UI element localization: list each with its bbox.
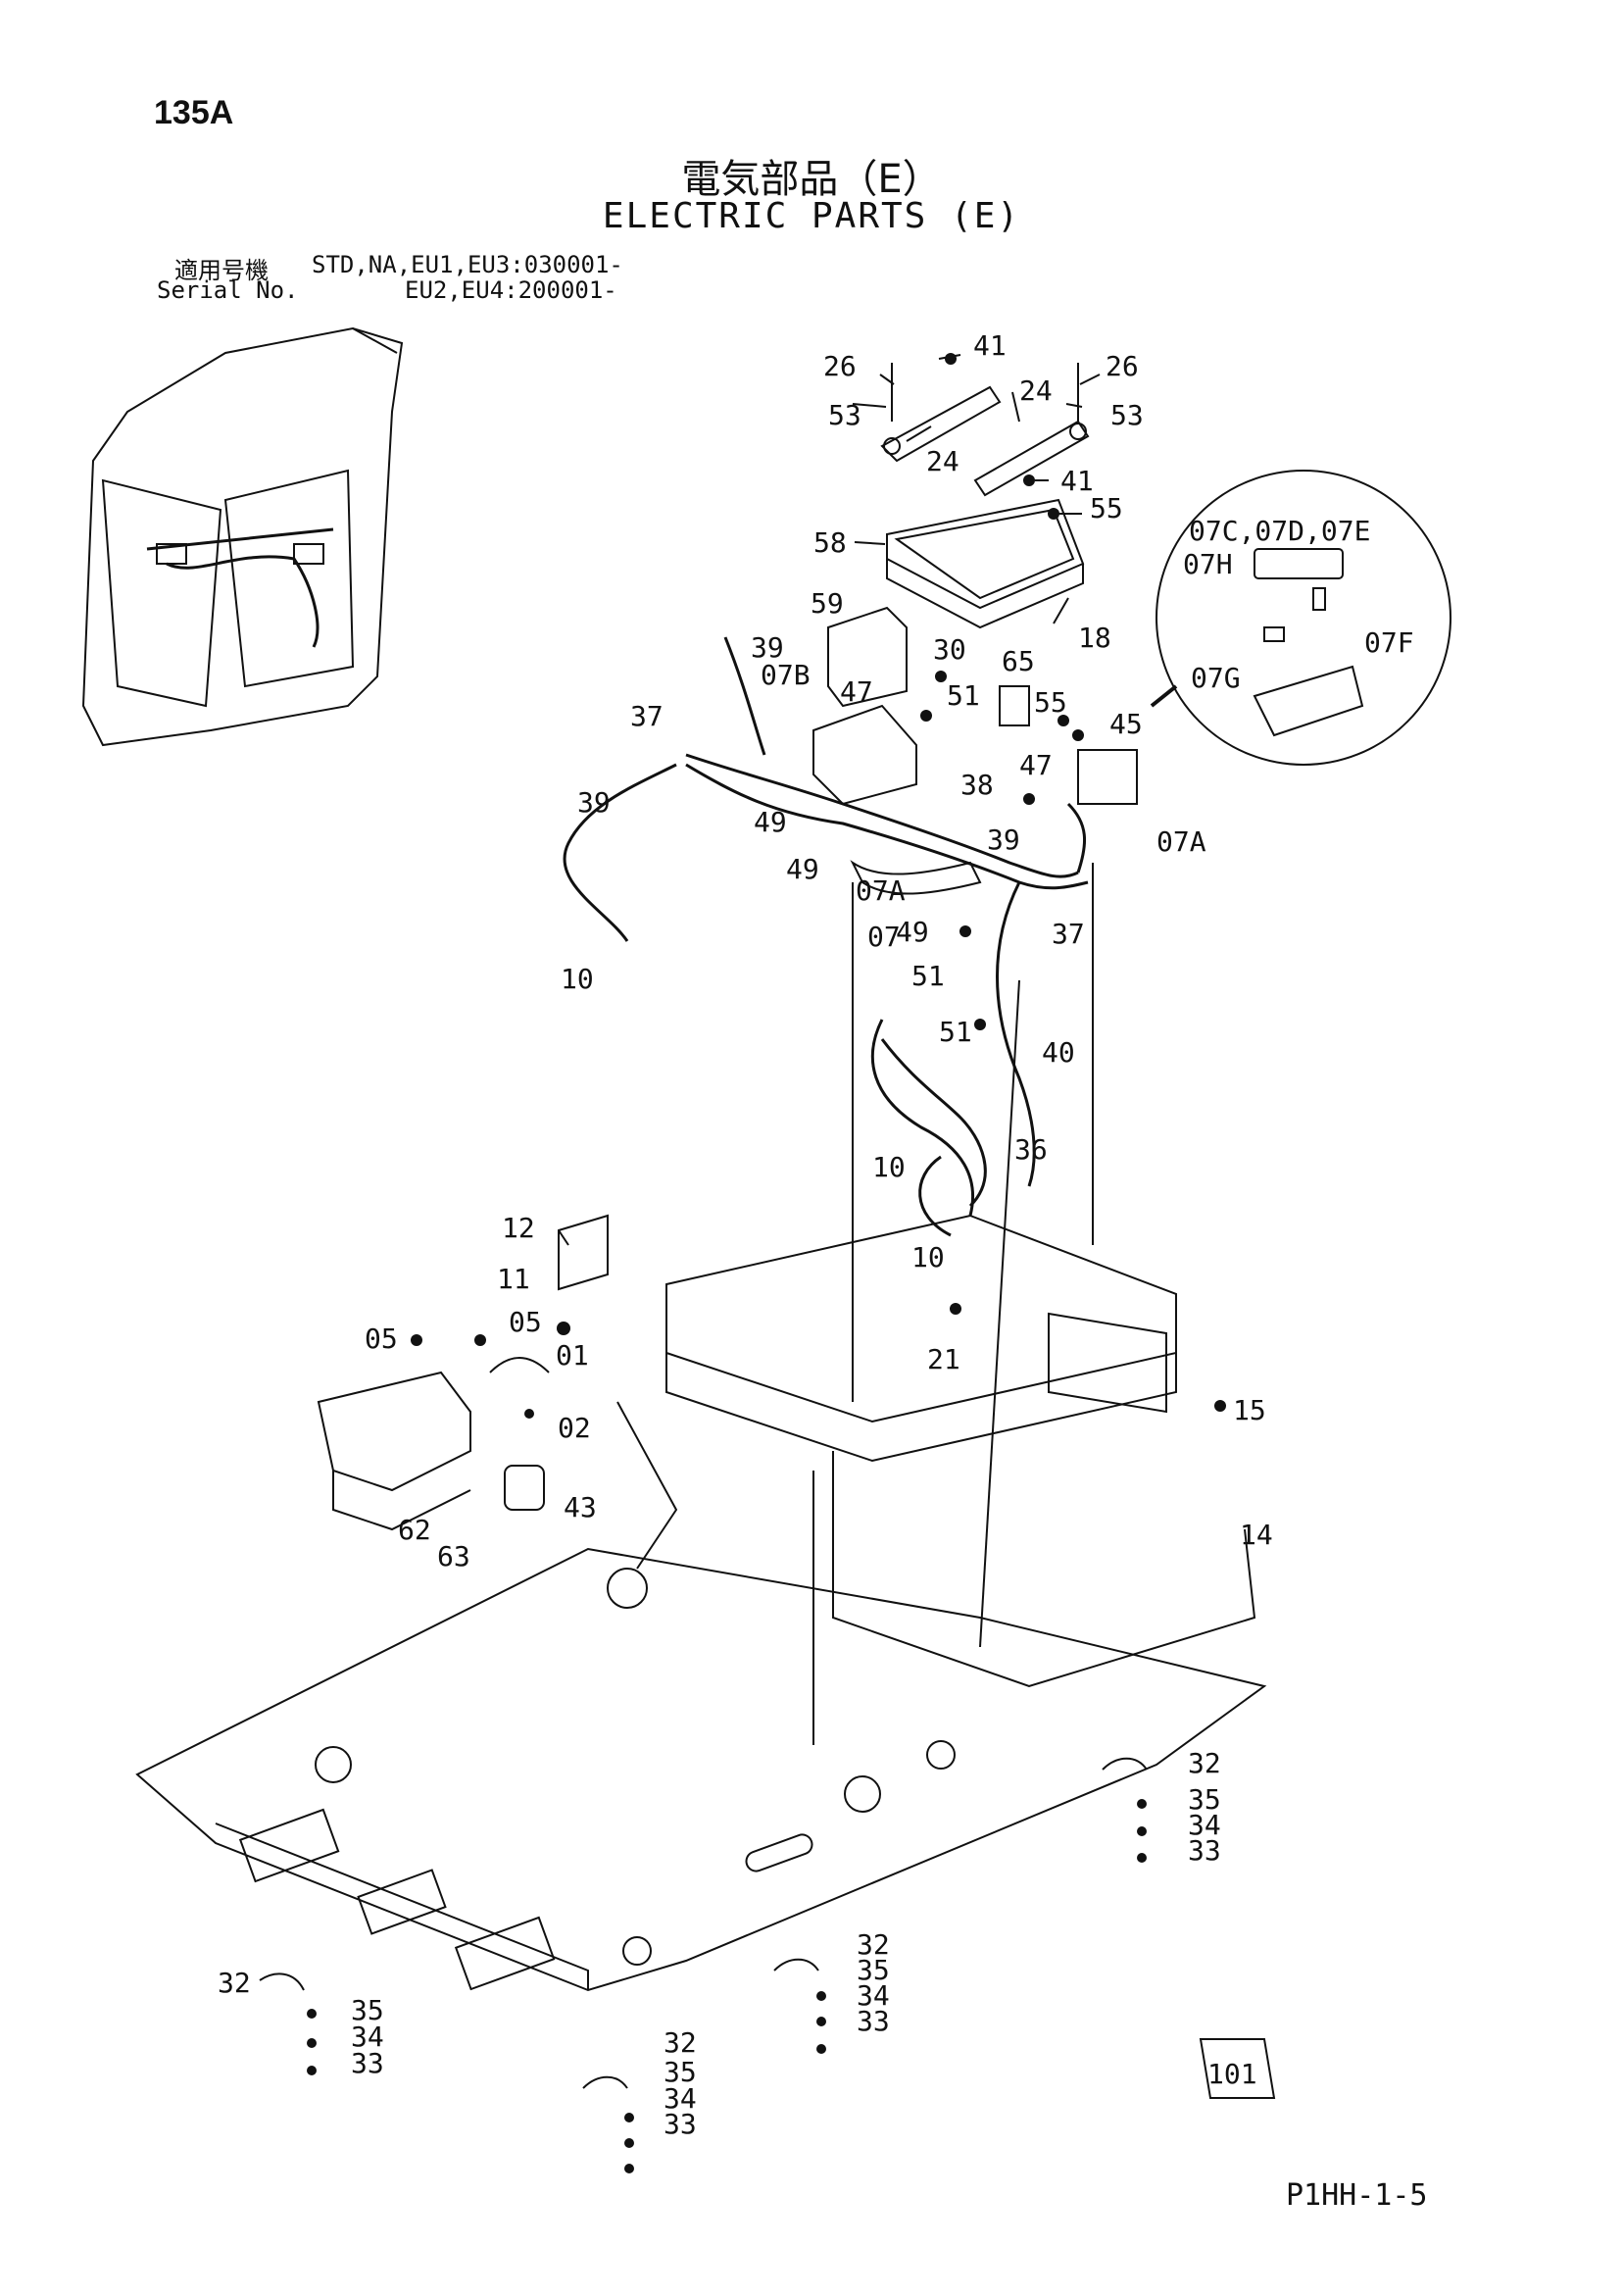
- part-callout-44: 21: [927, 1343, 960, 1375]
- part-callout-64: 35: [664, 2056, 697, 2088]
- part-callout-10: 18: [1078, 622, 1111, 654]
- wire-harness: [563, 636, 1089, 1208]
- part-callout-61: 34: [857, 1979, 890, 2012]
- part-callout-28: 07A: [1156, 825, 1206, 858]
- part-callout-34: 51: [939, 1016, 972, 1048]
- part-callout-26: 07A: [856, 874, 906, 907]
- part-callout-36: 10: [872, 1151, 906, 1183]
- part-callout-59: 32: [857, 1928, 890, 1961]
- part-callout-7: 41: [1060, 465, 1094, 497]
- part-callout-1: 41: [973, 329, 1007, 362]
- part-callout-55: 32: [218, 1967, 251, 1999]
- part-callout-27: 39: [987, 824, 1020, 856]
- serial-range-1: STD,NA,EU1,EU3:030001-: [312, 251, 623, 278]
- part-callout-39: 12: [502, 1212, 535, 1244]
- part-callout-60: 35: [857, 1954, 890, 1986]
- part-callout-40: 11: [497, 1263, 530, 1295]
- part-callout-37: 36: [1014, 1133, 1048, 1166]
- part-callout-22: 38: [960, 769, 994, 801]
- serial-label-japanese: 適用号機: [174, 257, 269, 284]
- part-callout-65: 34: [664, 2082, 697, 2115]
- floor-plate: [135, 1547, 1267, 1992]
- part-callout-49: 63: [437, 1540, 470, 1572]
- part-callout-56: 35: [351, 1994, 384, 2026]
- part-callout-13: 30: [933, 633, 966, 666]
- serial-range-2: EU2,EU4:200001-: [405, 276, 617, 304]
- part-callout-46: 02: [558, 1412, 591, 1444]
- part-callout-17: 51: [947, 679, 980, 712]
- part-callout-70: 07G: [1191, 662, 1241, 694]
- part-callout-69: 07H: [1183, 548, 1233, 580]
- part-callout-3: 53: [828, 399, 861, 431]
- fasteners: [307, 353, 1226, 2173]
- part-callout-0: 26: [823, 350, 857, 382]
- part-callout-24: 39: [577, 786, 611, 819]
- part-callout-31: 37: [1052, 918, 1085, 950]
- part-callout-47: 43: [564, 1491, 597, 1523]
- part-callout-4: 24: [1019, 374, 1053, 407]
- part-callout-53: 34: [1188, 1809, 1221, 1841]
- part-callout-71: 07F: [1364, 626, 1414, 659]
- part-callout-30: 07: [867, 921, 901, 953]
- part-callout-57: 34: [351, 2021, 384, 2053]
- part-callout-68: 07C,07D,07E: [1189, 515, 1370, 547]
- part-callout-58: 33: [351, 2047, 384, 2079]
- title-japanese: 電気部品（E）: [681, 157, 942, 202]
- part-callout-16: 47: [840, 675, 873, 708]
- title-english: ELECTRIC PARTS (E): [602, 196, 1021, 236]
- serial-label-english: Serial No.: [157, 276, 299, 304]
- part-callout-23: 49: [754, 806, 787, 838]
- part-callout-38: 10: [911, 1241, 945, 1273]
- part-callout-20: 37: [630, 700, 664, 732]
- part-callout-5: 24: [926, 445, 959, 477]
- part-callout-35: 40: [1042, 1036, 1075, 1069]
- part-callout-41: 05: [365, 1323, 398, 1355]
- part-callout-9: 58: [813, 526, 847, 559]
- cab-inset-drawing: [81, 326, 404, 747]
- bracket-24: [880, 385, 1090, 497]
- part-callout-12: 39: [751, 631, 784, 664]
- part-callout-21: 47: [1019, 749, 1053, 781]
- floor-frame-upper: [616, 1214, 1256, 1688]
- part-callout-63: 32: [664, 2026, 697, 2059]
- part-callout-2: 26: [1106, 350, 1139, 382]
- part-callout-54: 33: [1188, 1834, 1221, 1867]
- part-callout-18: 55: [1034, 686, 1067, 719]
- part-callout-29: 49: [896, 916, 929, 948]
- part-callout-66: 33: [664, 2108, 697, 2140]
- part-callout-45: 15: [1233, 1394, 1266, 1426]
- part-callout-51: 32: [1188, 1747, 1221, 1779]
- switch-panel: [317, 1371, 471, 1531]
- part-callout-8: 55: [1090, 492, 1123, 524]
- part-callout-25: 49: [786, 853, 819, 885]
- part-callout-48: 62: [398, 1514, 431, 1546]
- part-callout-19: 45: [1109, 708, 1143, 740]
- part-callout-32: 51: [911, 960, 945, 992]
- part-callout-14: 65: [1002, 645, 1035, 677]
- part-callout-67: 101: [1207, 2058, 1257, 2090]
- part-callout-62: 33: [857, 2005, 890, 2037]
- part-callout-11: 59: [811, 587, 844, 620]
- zoom-detail: [1150, 470, 1451, 766]
- part-callout-52: 35: [1188, 1783, 1221, 1816]
- part-callout-33: 10: [561, 963, 594, 995]
- part-callout-43: 01: [556, 1339, 589, 1372]
- page-number: 135A: [154, 94, 234, 131]
- part-callout-50: 14: [1240, 1519, 1273, 1551]
- part-callout-6: 53: [1110, 399, 1144, 431]
- ground-straps: [259, 1757, 1276, 2099]
- relay-box: [812, 606, 917, 806]
- controller-module-58: [886, 498, 1085, 629]
- part-callout-42: 05: [509, 1306, 542, 1338]
- document-code: P1HH-1-5: [1286, 2178, 1428, 2213]
- part-callout-15: 07B: [761, 659, 811, 691]
